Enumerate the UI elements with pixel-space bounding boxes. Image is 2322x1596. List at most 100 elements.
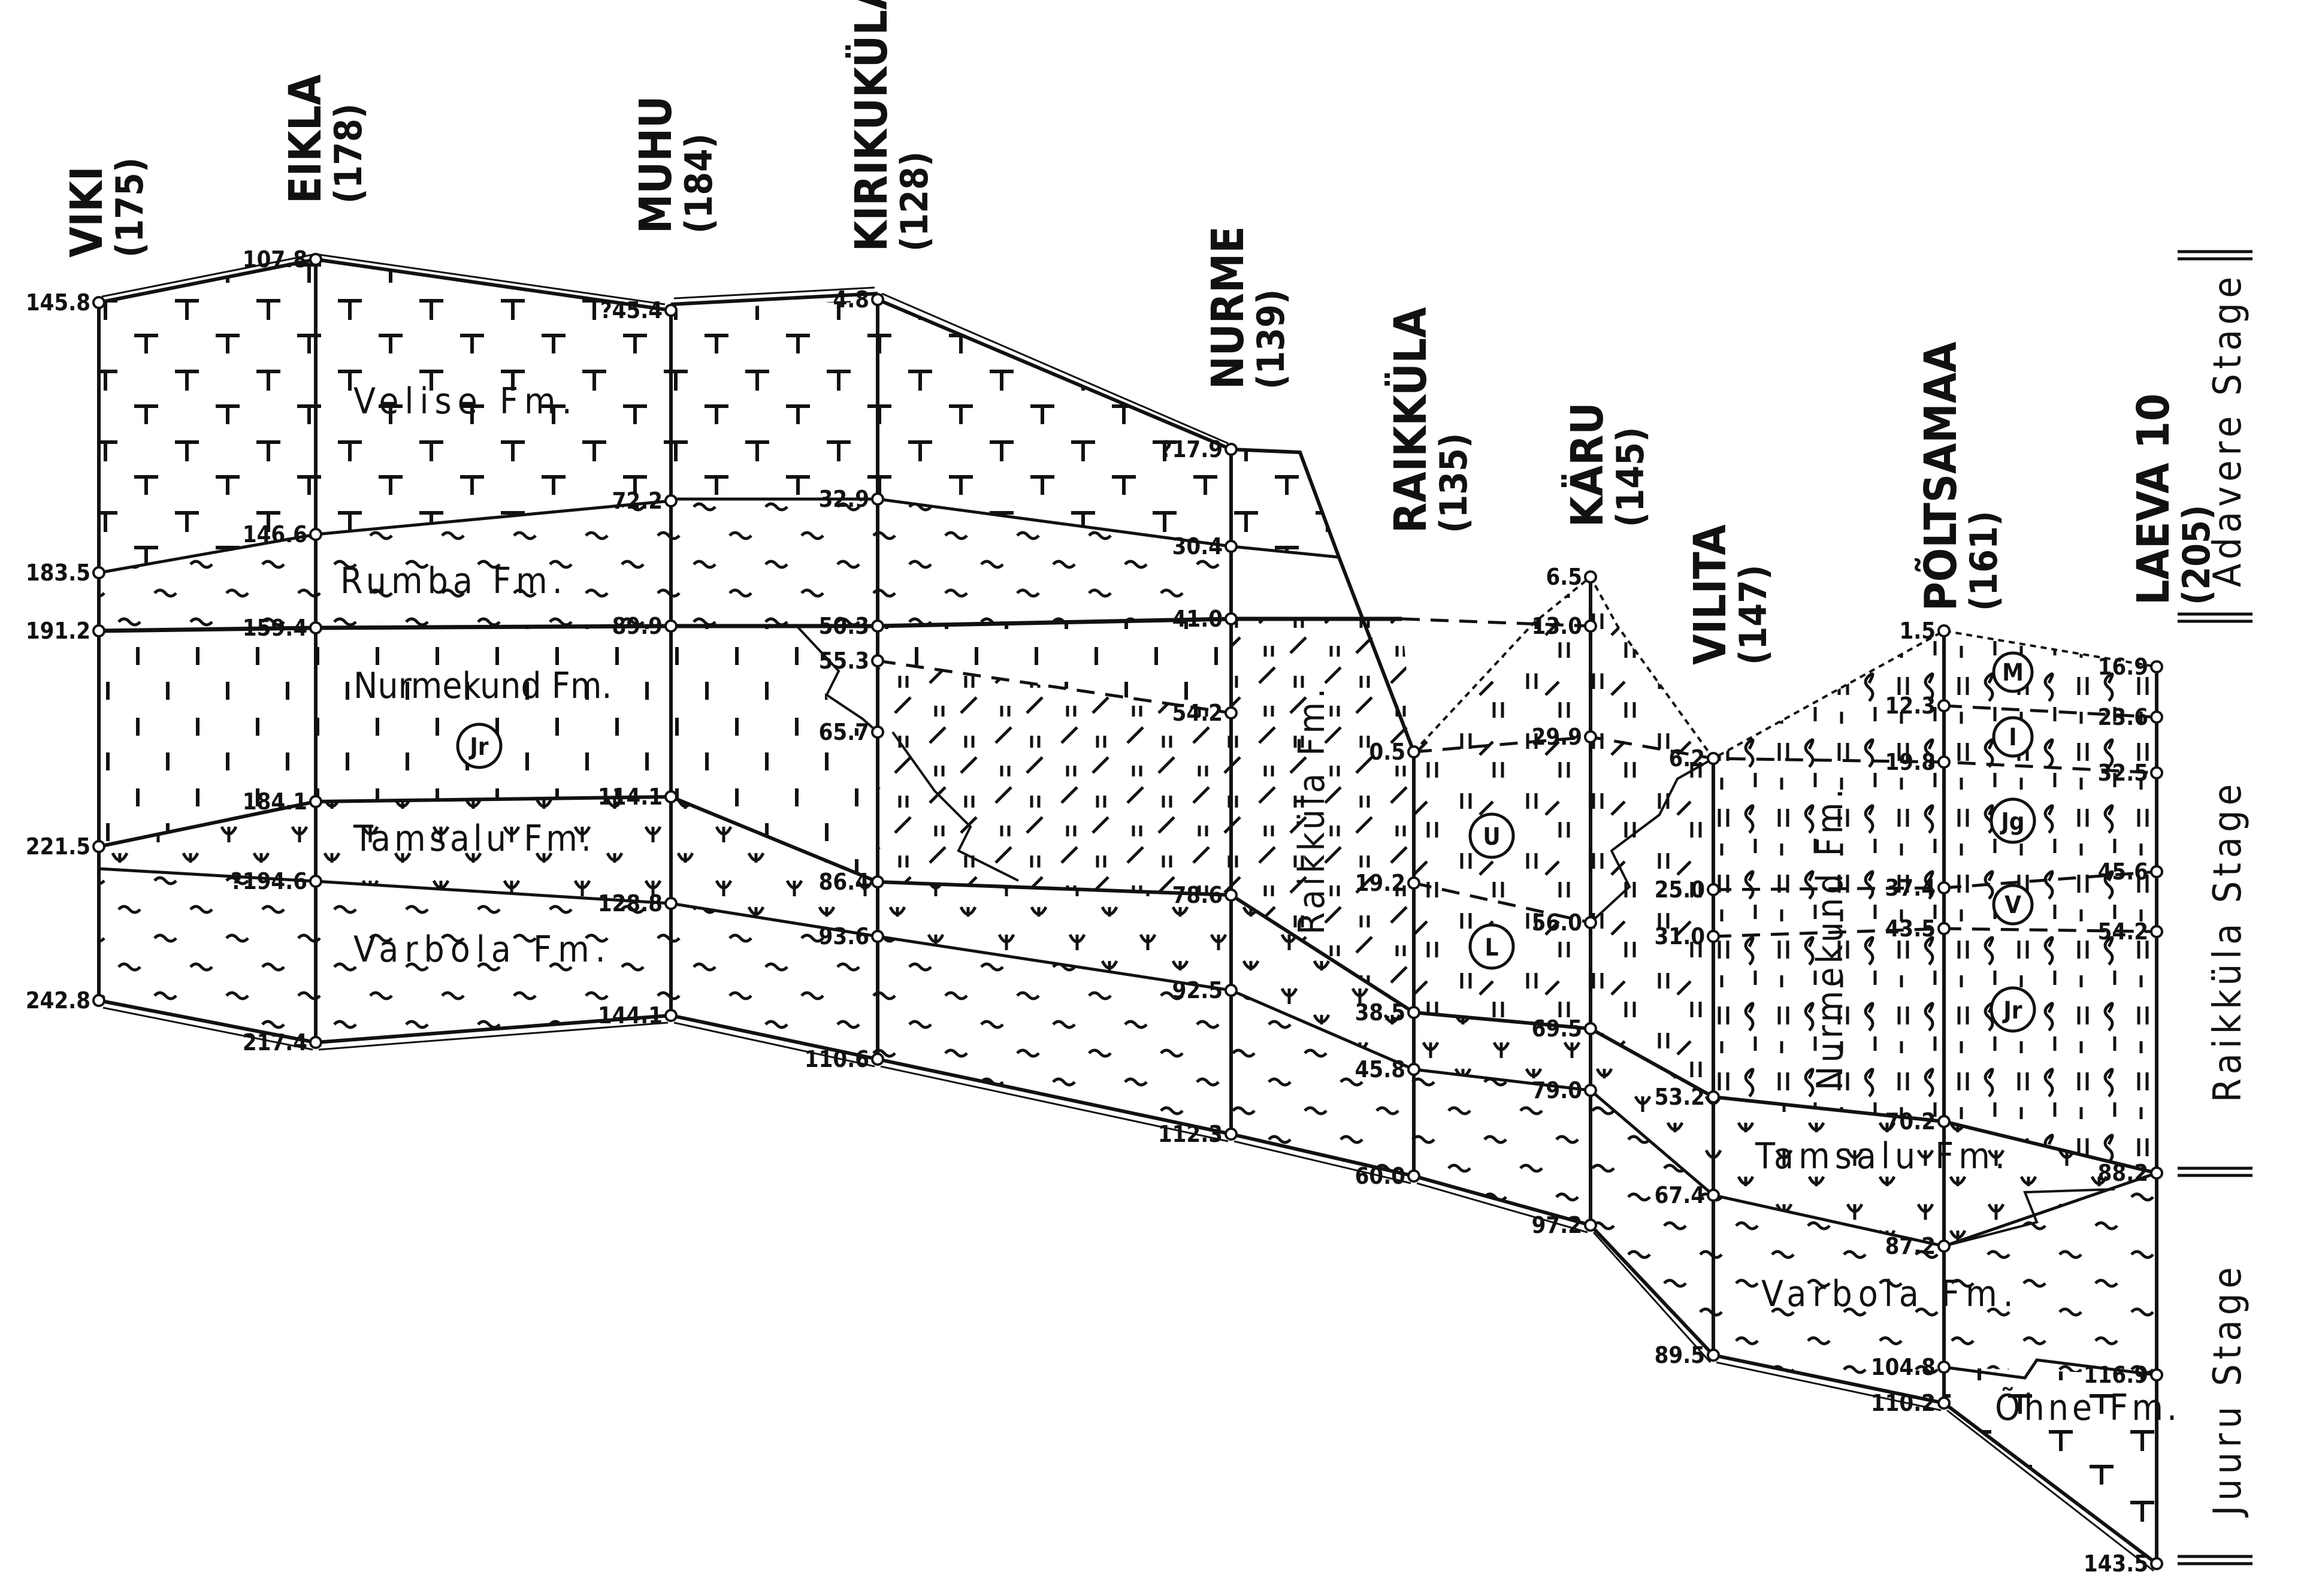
depth-label: 87.2	[1885, 1233, 1936, 1259]
formation-labels: Velise Fm. Rumba Fm. Nurmekund Fm. Tamsa…	[340, 380, 2181, 1429]
well-header-vilita: VILITA (147)	[1685, 524, 1775, 665]
depth-label: 191.2	[26, 618, 90, 644]
depth-marker: 114.1	[598, 784, 678, 810]
well-header-kirikukula: KIRIKUKÜLA (128)	[845, 0, 936, 252]
depth-marker: 45.6	[2098, 859, 2163, 885]
well-number: (161)	[1962, 511, 2006, 611]
well-header-poltsamaa: PÕLTSAMAA (161)	[1914, 341, 2006, 611]
depth-marker: 70.2	[1885, 1108, 1951, 1135]
well-number: (184)	[677, 134, 721, 234]
depth-marker: 60.0	[1355, 1163, 1420, 1189]
depth-label: 65.7	[819, 719, 869, 745]
depth-marker: 4.8	[833, 286, 884, 313]
depth-marker: 32.9	[819, 486, 884, 512]
depth-marker: 86.4	[819, 869, 884, 895]
depth-label: 60.0	[1355, 1163, 1405, 1189]
formation-label-rumba: Rumba Fm.	[340, 560, 567, 602]
depth-label: 32.9	[819, 486, 869, 512]
depth-marker: ?17.9	[1160, 436, 1238, 463]
depth-label: 143.5	[2084, 1550, 2148, 1577]
svg-text:Jr: Jr	[468, 733, 488, 761]
depth-label: 54.2	[1172, 700, 1223, 726]
stage-label-adavere: Adavere Stage	[2206, 272, 2250, 587]
depth-marker: 1.5	[1899, 618, 1951, 644]
depth-marker: 191.2	[26, 618, 105, 644]
depth-marker: 29.9	[1532, 724, 1597, 750]
well-name: KIRIKUKÜLA	[845, 0, 897, 252]
zone-marker-l: L	[1468, 923, 1515, 970]
depth-label: 69.5	[1532, 1015, 1582, 1042]
depth-label: 183.5	[26, 560, 90, 586]
depth-marker: 128.8	[598, 890, 678, 917]
depth-marker: 221.5	[26, 833, 105, 860]
depth-marker: 112.3	[1158, 1121, 1238, 1147]
depth-marker: 6.2	[1668, 745, 1720, 772]
well-number: (205)	[2175, 505, 2218, 605]
well-header-laeva: LAEVA 10 (205)	[2128, 394, 2218, 605]
depth-marker: 19.2	[1355, 870, 1420, 896]
depth-marker: 184.1	[243, 788, 322, 815]
depth-label: 86.4	[819, 869, 869, 895]
depth-label: 146.6	[243, 521, 307, 548]
depth-marker: 56.0	[1532, 909, 1597, 936]
well-number: (128)	[893, 152, 936, 252]
well-name: LAEVA 10	[2128, 394, 2179, 605]
svg-text:Jg: Jg	[1999, 808, 2024, 836]
depth-label: ?194.6	[231, 868, 307, 894]
depth-label: 89.9	[612, 613, 663, 639]
well-header-muhu: MUHU (184)	[630, 96, 721, 234]
depth-label: 242.8	[26, 987, 90, 1014]
depth-marker: 12.3	[1885, 693, 1951, 719]
depth-marker: 6.5	[1546, 564, 1597, 590]
depth-label: 184.1	[243, 788, 307, 815]
depth-marker: 144.1	[598, 1002, 678, 1029]
depth-marker: 143.5	[2084, 1550, 2163, 1577]
depth-marker: 110.6	[805, 1046, 884, 1072]
depth-marker: 97.2	[1532, 1212, 1597, 1238]
depth-label: 45.6	[2098, 859, 2148, 885]
depth-marker: 0.5	[1369, 739, 1420, 765]
formation-label-tamsalu-east: Tamsalu Fm.	[1755, 1135, 2010, 1177]
well-header-eikla: EIKLA (178)	[280, 74, 370, 204]
depth-label: 56.0	[1532, 909, 1582, 936]
well-header-nurme: NURME (139)	[1202, 226, 1293, 389]
depth-label: 37.4	[1885, 875, 1936, 901]
depth-label: 79.0	[1532, 1077, 1582, 1104]
well-name: PÕLTSAMAA	[1914, 341, 1967, 611]
zone-marker-i: I	[1992, 716, 2034, 758]
depth-marker: 79.0	[1532, 1077, 1597, 1104]
depth-marker: 93.6	[819, 923, 884, 950]
depth-label: 30.4	[1172, 533, 1223, 560]
formation-label-ohne: Õhne Fm.	[1995, 1386, 2181, 1429]
depth-label: 110.2	[1871, 1390, 1936, 1416]
depth-label: 112.3	[1158, 1121, 1223, 1147]
depth-marker: 19.8	[1885, 749, 1951, 775]
well-headers: VIKI (175) EIKLA (178) MUHU (184) KIRIKU…	[61, 0, 2218, 665]
depth-marker: 23.6	[2098, 704, 2163, 730]
formation-label-raikkula: Raikküla Fm.	[1291, 685, 1333, 935]
formation-label-tamsalu-west: Tamsalu Fm.	[353, 818, 595, 860]
depth-label: 104.8	[1871, 1354, 1936, 1380]
depth-label: 70.2	[1885, 1108, 1936, 1135]
depth-label: 43.5	[1885, 915, 1936, 942]
depth-label: 110.6	[805, 1046, 869, 1072]
depth-label: 29.9	[1532, 724, 1582, 750]
svg-text:I: I	[2009, 724, 2016, 751]
depth-marker: 69.5	[1532, 1015, 1597, 1042]
depth-label: ?45.4	[600, 297, 663, 324]
depth-marker: 183.5	[26, 560, 105, 586]
formation-label-varbola-east: Varbola Fm.	[1761, 1273, 2019, 1315]
well-name: VILITA	[1685, 524, 1736, 665]
depth-marker: 45.8	[1355, 1056, 1420, 1083]
depth-marker: 87.2	[1885, 1233, 1951, 1259]
depth-label: 159.4	[243, 615, 307, 641]
depth-marker: 72.2	[612, 488, 678, 514]
depth-marker: 50.3	[819, 613, 884, 639]
depth-marker: 30.4	[1172, 533, 1238, 560]
depth-marker: 107.8	[243, 246, 322, 273]
well-name: VIKI	[61, 166, 113, 258]
depth-label: 107.8	[243, 246, 307, 273]
depth-marker: 92.5	[1172, 977, 1238, 1003]
depth-label: 41.0	[1172, 606, 1223, 632]
depth-label: 72.2	[612, 488, 663, 514]
